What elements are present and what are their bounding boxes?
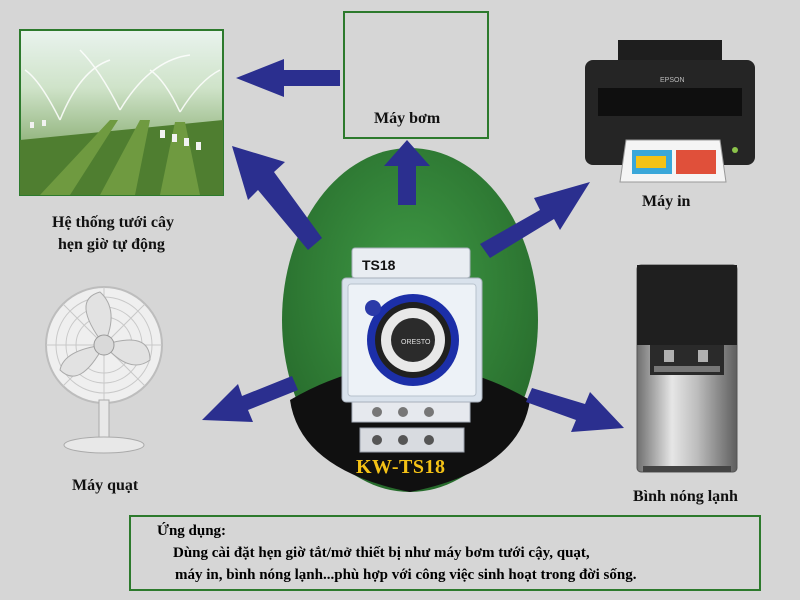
water-dispenser-icon xyxy=(636,264,738,473)
arrow-to-fan xyxy=(202,376,298,422)
application-box: Ứng dụng: Dùng cài đặt hẹn giờ tắt/mở th… xyxy=(129,515,761,591)
dial-label: ORESTO xyxy=(401,339,431,346)
arrow-to-printer xyxy=(480,182,590,258)
model-label: KW-TS18 xyxy=(356,456,446,478)
panel-label: TS18 xyxy=(362,257,396,273)
arrow-to-pump-left xyxy=(236,59,340,97)
printer-brand: EPSON xyxy=(660,77,685,84)
desk-fan-icon xyxy=(45,286,163,454)
pump-label: Máy bơm xyxy=(374,110,441,127)
fan-label: Máy quạt xyxy=(72,477,139,494)
printer-icon: EPSON xyxy=(585,40,755,183)
application-title: Ứng dụng: xyxy=(157,523,227,539)
arrow-to-irrigation xyxy=(232,146,322,250)
application-line2: máy in, bình nóng lạnh...phù hợp với côn… xyxy=(175,567,637,583)
water-heater-label: Bình nóng lạnh xyxy=(633,488,738,505)
printer-label: Máy in xyxy=(642,193,691,210)
pump-box xyxy=(343,11,489,139)
sprinkler-field-icon xyxy=(19,29,224,196)
irrigation-label-line1: Hệ thống tưới cây xyxy=(52,214,175,231)
application-line1: Dùng cài đặt hẹn giờ tắt/mở thiết bị như… xyxy=(173,545,590,561)
timer-device: ORESTO TS18 xyxy=(341,247,483,453)
arrow-to-water-heater xyxy=(526,388,624,432)
arrows xyxy=(202,59,624,432)
irrigation-label-line2: hẹn giờ tự động xyxy=(58,236,165,253)
arrow-to-pump-up xyxy=(384,140,430,205)
